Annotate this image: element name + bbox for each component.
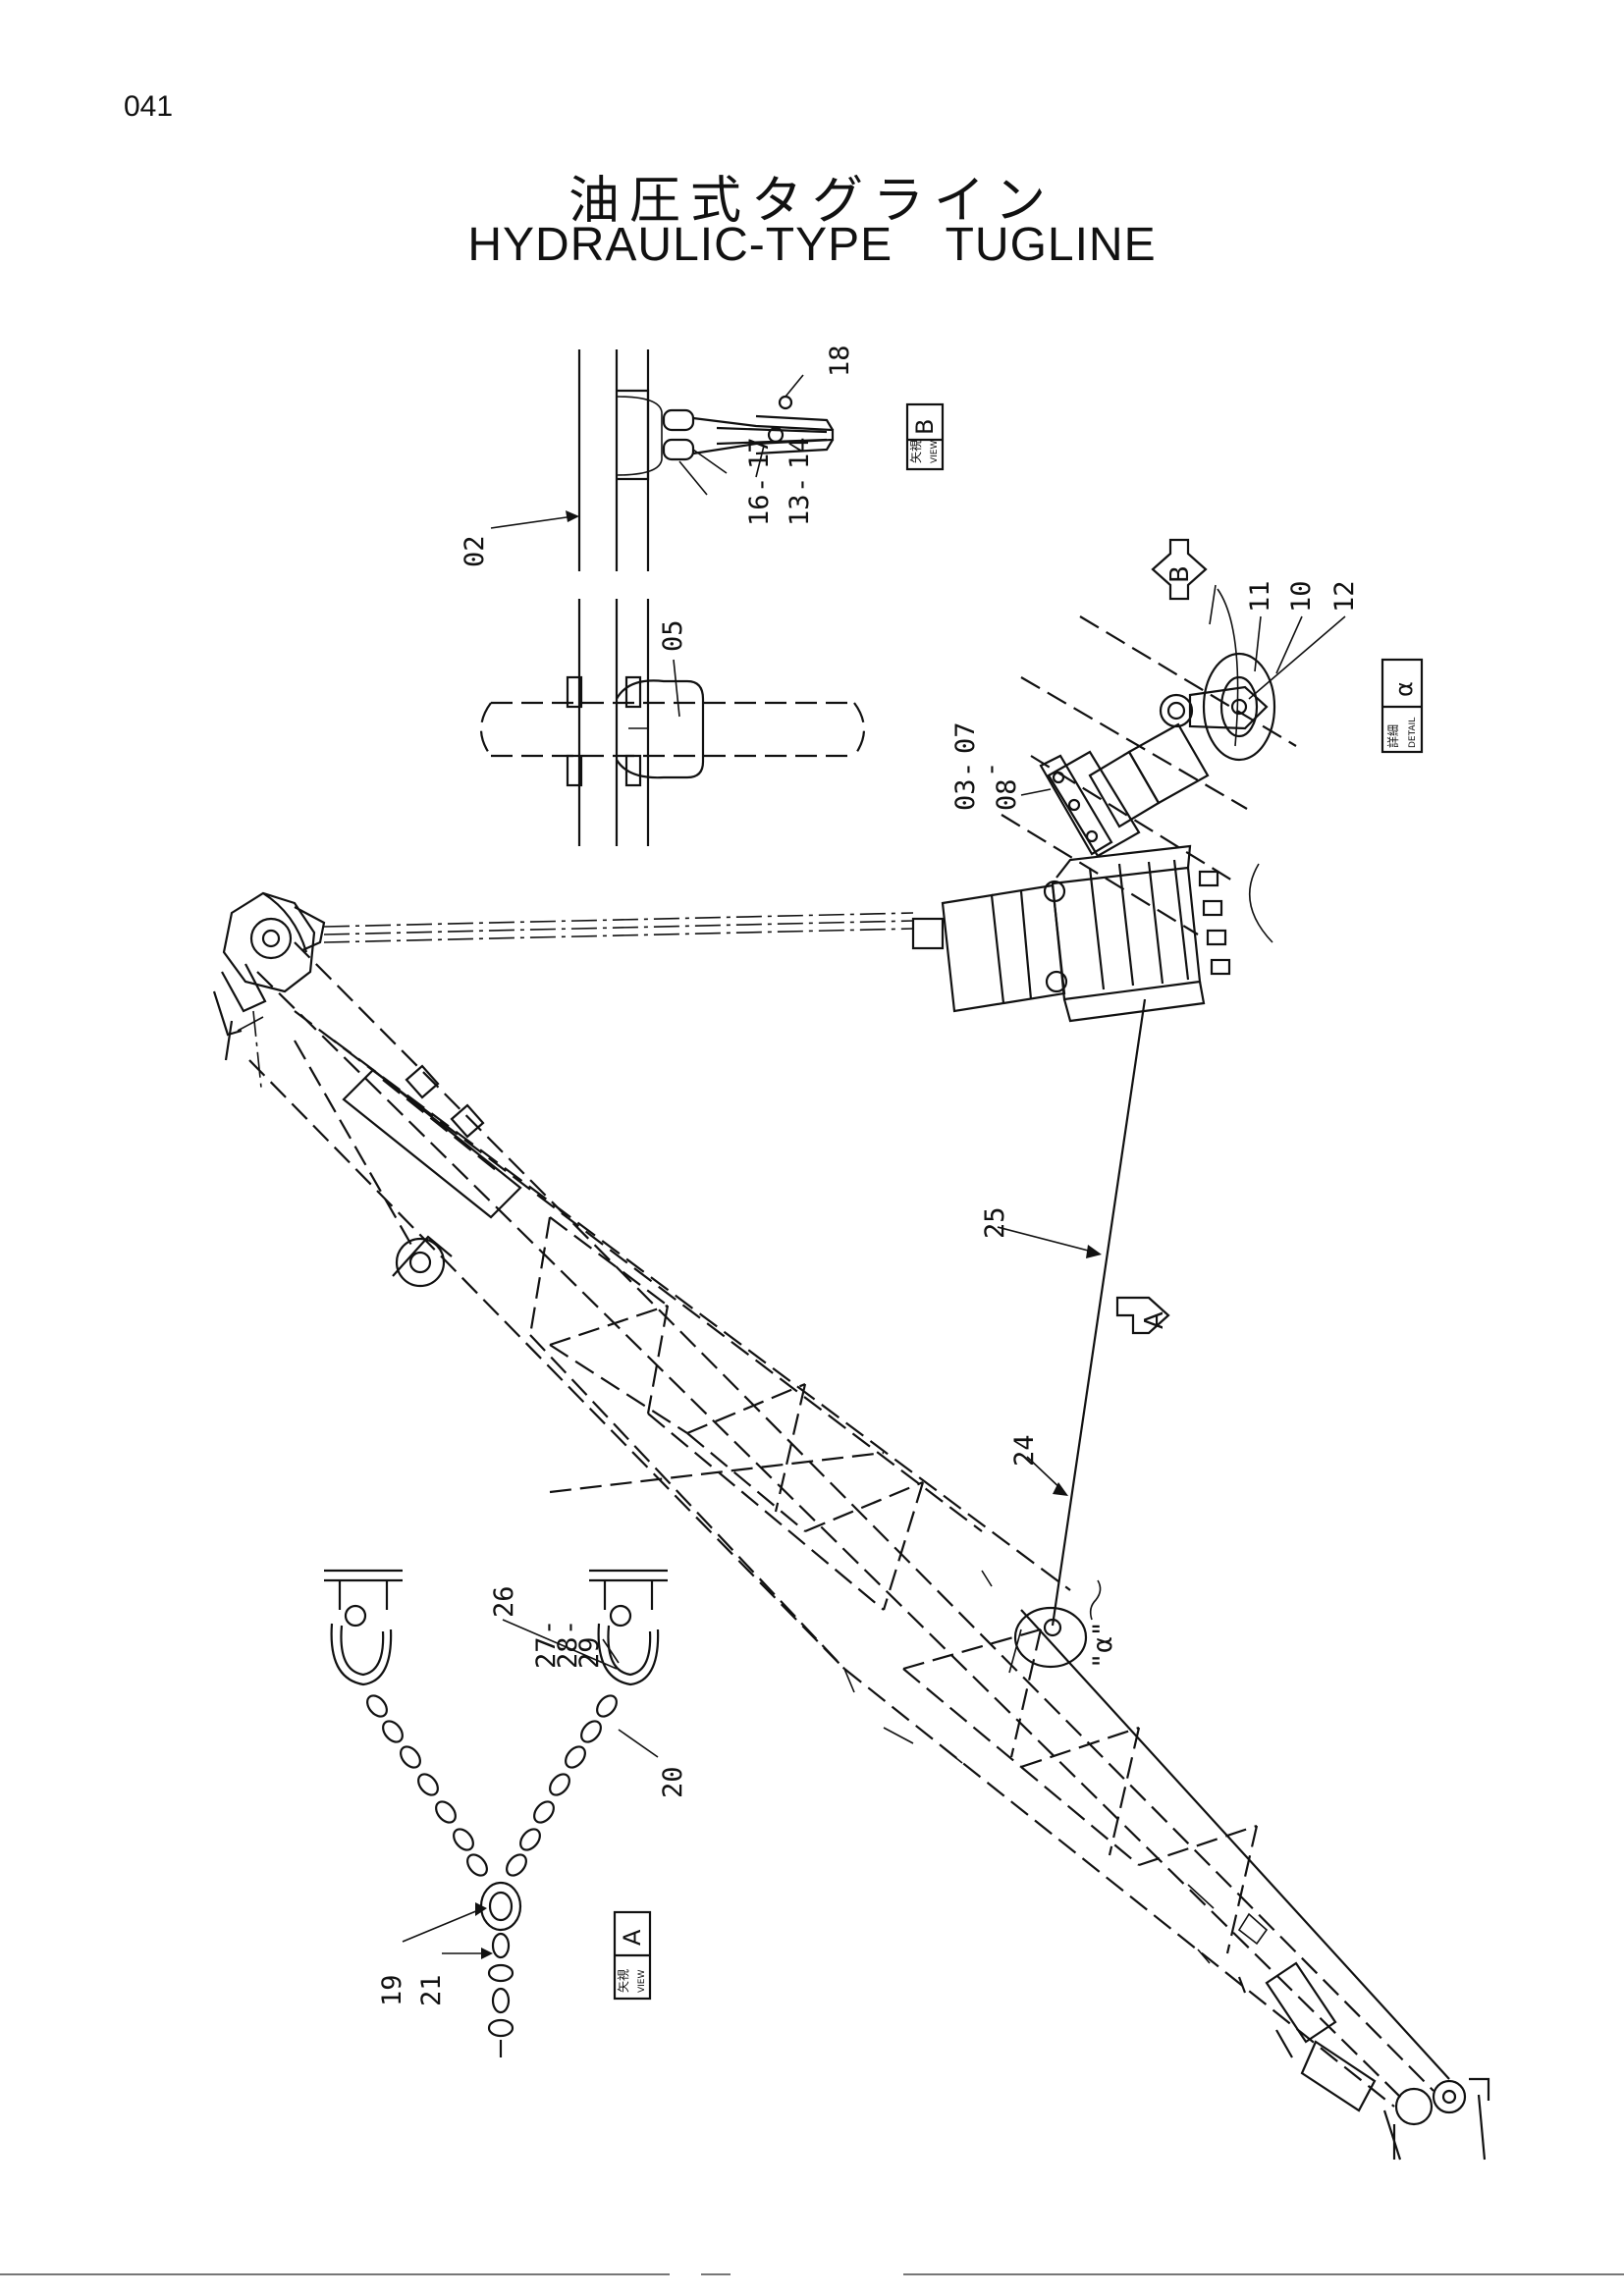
title-english: HYDRAULIC-TYPE TUGLINE bbox=[467, 219, 1157, 271]
tugline-rope bbox=[1051, 998, 1147, 1627]
arrow-a-marker: A bbox=[1115, 1296, 1170, 1335]
label-07: 07 bbox=[950, 721, 981, 754]
label-27-dash: - bbox=[533, 1620, 564, 1635]
label-20: 20 bbox=[658, 1766, 688, 1798]
label-16: 16 bbox=[744, 494, 775, 526]
detail-alpha-assembly bbox=[1001, 584, 1297, 943]
label-21: 21 bbox=[416, 1974, 447, 2006]
lattice-boom bbox=[248, 941, 1490, 2161]
hook-block bbox=[911, 844, 1231, 1023]
tugline-upper-1 bbox=[323, 920, 914, 935]
detail-alpha-letter: α bbox=[1390, 681, 1418, 697]
view-b-letter: B bbox=[911, 419, 939, 435]
view-b-assembly bbox=[577, 349, 835, 571]
tugline-upper-3 bbox=[323, 912, 914, 928]
label-25: 25 bbox=[980, 1206, 1010, 1239]
label-17: 17 bbox=[744, 437, 775, 469]
label-03-dash: - bbox=[952, 762, 983, 777]
view-b-jp: 矢視 bbox=[908, 440, 923, 463]
view-a-tag: A 矢視 VIEW bbox=[613, 1910, 652, 2001]
label-12: 12 bbox=[1329, 580, 1360, 613]
footer-rule-right bbox=[903, 2273, 1624, 2275]
callout-alpha: "α" bbox=[1088, 1621, 1118, 1669]
label-10: 10 bbox=[1286, 580, 1317, 613]
footer-rule-mid bbox=[701, 2273, 731, 2275]
label-14: 14 bbox=[785, 437, 815, 469]
arrow-b-marker: B bbox=[1151, 538, 1208, 601]
label-24: 24 bbox=[1009, 1434, 1040, 1467]
label-07-dash: - bbox=[976, 762, 1006, 777]
page-number: 041 bbox=[124, 90, 174, 123]
detail-alpha-jp: 詳細 bbox=[1385, 724, 1400, 748]
footer-rule-left bbox=[0, 2273, 670, 2275]
label-28: 28 bbox=[553, 1636, 583, 1669]
label-27: 27 bbox=[531, 1636, 562, 1669]
view-a-en: VIEW bbox=[637, 1970, 647, 1993]
label-28-dash: - bbox=[555, 1620, 585, 1635]
detail-alpha-tag: α 詳細 DETAIL bbox=[1380, 658, 1424, 754]
label-11: 11 bbox=[1245, 580, 1275, 613]
label-03: 03 bbox=[950, 778, 981, 811]
title-japanese: 油圧式タグライン bbox=[568, 172, 1056, 231]
label-05: 05 bbox=[658, 619, 688, 652]
label-13-dash: - bbox=[786, 477, 817, 493]
view-b-tag: B 矢視 VIEW bbox=[905, 402, 945, 471]
view-a-jp: 矢視 bbox=[616, 1969, 630, 1993]
label-19: 19 bbox=[377, 1974, 407, 2006]
label-16-dash: - bbox=[746, 477, 777, 493]
boom-tip bbox=[212, 891, 326, 1089]
pipe-clamp-assembly bbox=[479, 599, 866, 846]
detail-alpha-en: DETAIL bbox=[1408, 718, 1418, 748]
label-08: 08 bbox=[992, 778, 1022, 811]
arrow-b-letter: B bbox=[1165, 565, 1195, 583]
view-a-letter: A bbox=[619, 1929, 646, 1946]
arrow-a-letter: A bbox=[1140, 1311, 1169, 1329]
label-02: 02 bbox=[460, 535, 490, 567]
tugline-upper-2 bbox=[323, 928, 914, 943]
label-13: 13 bbox=[785, 494, 815, 526]
label-26: 26 bbox=[489, 1585, 519, 1618]
label-29: 29 bbox=[574, 1636, 605, 1669]
view-b-en: VIEW bbox=[930, 441, 940, 463]
label-18: 18 bbox=[825, 345, 855, 377]
view-a-sling bbox=[324, 1569, 668, 2057]
